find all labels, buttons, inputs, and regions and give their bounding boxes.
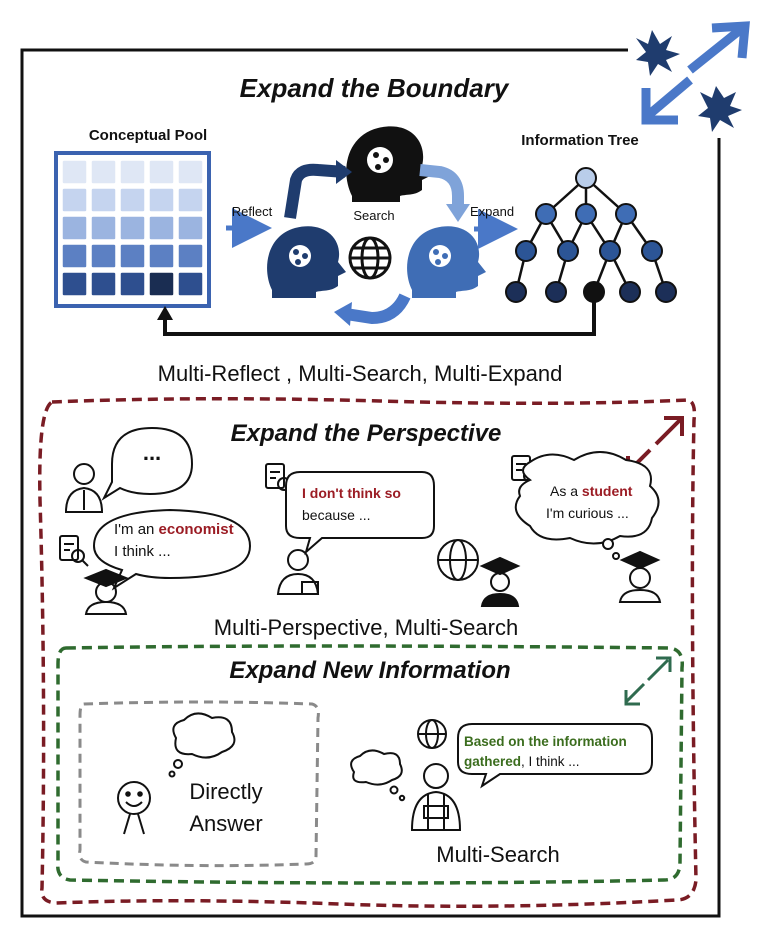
direct-answer-line2: Answer [189, 811, 262, 836]
new-info-caption: Multi-Search [436, 842, 559, 867]
pool-cell [119, 243, 146, 269]
pool-cell [177, 187, 204, 213]
person-graduate-icon-2 [479, 556, 521, 607]
pool-cell [148, 271, 175, 297]
pool-cell [90, 243, 117, 269]
thought-bubble-small [168, 712, 236, 778]
pool-cell [119, 159, 146, 185]
person-graduate-icon-1 [83, 568, 129, 615]
person-student-icon [618, 550, 662, 603]
student-line2: I'm curious ... [546, 505, 629, 521]
document-search-icon-1 [59, 535, 89, 567]
pool-cell [61, 215, 88, 241]
pool-cell [177, 243, 204, 269]
conceptual-pool-grid [54, 151, 211, 308]
pool-cell [61, 187, 88, 213]
perspective-title: Expand the Perspective [231, 420, 502, 447]
person-professor-icon [410, 763, 462, 831]
new-info-border [56, 644, 684, 885]
disagree-line2: because ... [302, 507, 371, 523]
speech-bubble-based: Based on the information gathered, I thi… [457, 723, 653, 789]
based-line2: gathered, I think ... [464, 754, 580, 769]
expand-label: Expand [470, 204, 514, 219]
information-tree-label: Information Tree [521, 132, 639, 149]
cycle-arrow-up [284, 163, 346, 219]
based-line1: Based on the information [464, 734, 627, 749]
perspective-border [38, 396, 698, 908]
perspective-caption: Multi-Perspective, Multi-Search [214, 615, 518, 640]
person-reader-icon [276, 549, 320, 595]
economist-line2: I think ... [114, 543, 171, 560]
pool-cell [90, 187, 117, 213]
disagree-line1: I don't think so [302, 485, 401, 501]
globe-icon-3 [417, 719, 447, 749]
person-professional-icon [64, 463, 104, 513]
speech-bubble-economist: I'm an economist I think ... [92, 508, 252, 591]
head-expand-icon [407, 226, 486, 298]
speech-bubble-disagree: I don't think so because ... [285, 471, 435, 555]
pool-cell [119, 215, 146, 241]
speech-bubble-ellipsis: ... [101, 426, 194, 501]
expand-arrows-icon-green [624, 656, 672, 706]
search-label: Search [353, 208, 394, 223]
new-info-title: Expand New Information [229, 657, 510, 684]
ellipsis-text: ... [143, 440, 161, 465]
reflect-label: Reflect [232, 204, 273, 219]
boundary-title: Expand the Boundary [240, 73, 510, 103]
pool-cell [148, 243, 175, 269]
head-search-icon [346, 126, 430, 202]
pool-cell [177, 271, 204, 297]
direct-answer-box [78, 700, 320, 868]
feedback-arrow [163, 302, 596, 336]
thought-bubble-student: As a student I'm curious ... [514, 451, 660, 560]
pool-cell [119, 271, 146, 297]
expand-arrows-icon [628, 20, 750, 138]
smiley-person-icon [117, 781, 151, 835]
pool-cell [148, 215, 175, 241]
pool-cell [148, 187, 175, 213]
globe-icon [348, 236, 392, 280]
pool-cell [61, 243, 88, 269]
pool-cell [90, 271, 117, 297]
cycle-arrow-right [419, 164, 464, 210]
boundary-caption: Multi-Reflect , Multi-Search, Multi-Expa… [158, 361, 563, 386]
pool-cell [90, 159, 117, 185]
conceptual-pool-label: Conceptual Pool [89, 127, 207, 144]
head-reflect-icon [267, 226, 346, 298]
pool-cell [61, 271, 88, 297]
student-line1: As a student [550, 483, 633, 499]
globe-icon-2 [437, 539, 479, 581]
pool-cell [148, 159, 175, 185]
outer-frame [20, 48, 721, 918]
pool-cell [177, 159, 204, 185]
economist-line1: I'm an economist [114, 521, 234, 538]
direct-answer-line1: Directly [189, 779, 262, 804]
pool-cell [177, 215, 204, 241]
thought-bubble-small-2 [350, 749, 406, 802]
cycle-arrow-bottom [345, 293, 411, 325]
information-tree [505, 167, 677, 303]
pool-cell [119, 187, 146, 213]
pool-cell [61, 159, 88, 185]
pool-cell [90, 215, 117, 241]
